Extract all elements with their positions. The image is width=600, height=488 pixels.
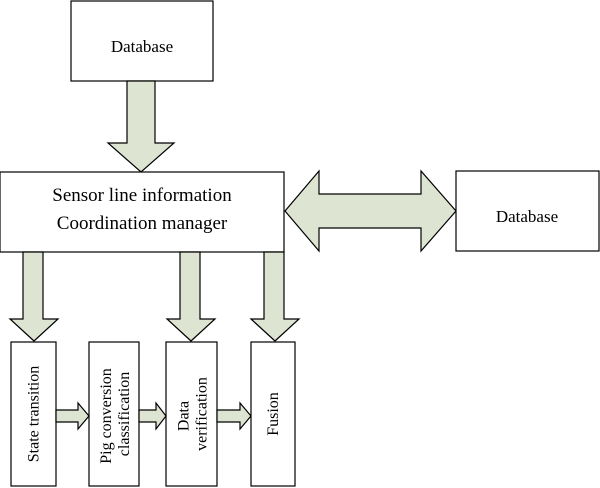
module-label-fusion: Fusion (265, 392, 282, 436)
arrow-state-to-pig (55, 401, 90, 431)
module-label-pig-conversion: Pig conversion classification (98, 364, 133, 464)
module-label-data-verification: Data verification (176, 377, 211, 451)
arrow-manager-to-state-transition (8, 251, 60, 342)
module-box-fusion (250, 341, 296, 487)
module-box-state-transition (10, 341, 57, 487)
top-database-label: Database (111, 37, 173, 56)
arrow-manager-to-data-verification (165, 251, 217, 342)
bidirectional-arrow-manager-database (284, 169, 457, 253)
arrow-database-to-manager (106, 80, 176, 173)
module-label-state-transition: State transition (26, 366, 43, 462)
coordination-manager-box (0, 171, 285, 253)
manager-label-line1: Sensor line information (52, 185, 232, 206)
manager-label-line2: Coordination manager (57, 213, 228, 234)
arrow-manager-to-fusion (249, 251, 301, 342)
arrow-data-to-fusion (216, 401, 252, 431)
right-database-box (455, 170, 600, 252)
module-box-data-verification (165, 341, 218, 487)
top-database-box (70, 0, 214, 82)
right-database-label: Database (496, 207, 558, 226)
arrow-pig-to-data (138, 401, 167, 431)
